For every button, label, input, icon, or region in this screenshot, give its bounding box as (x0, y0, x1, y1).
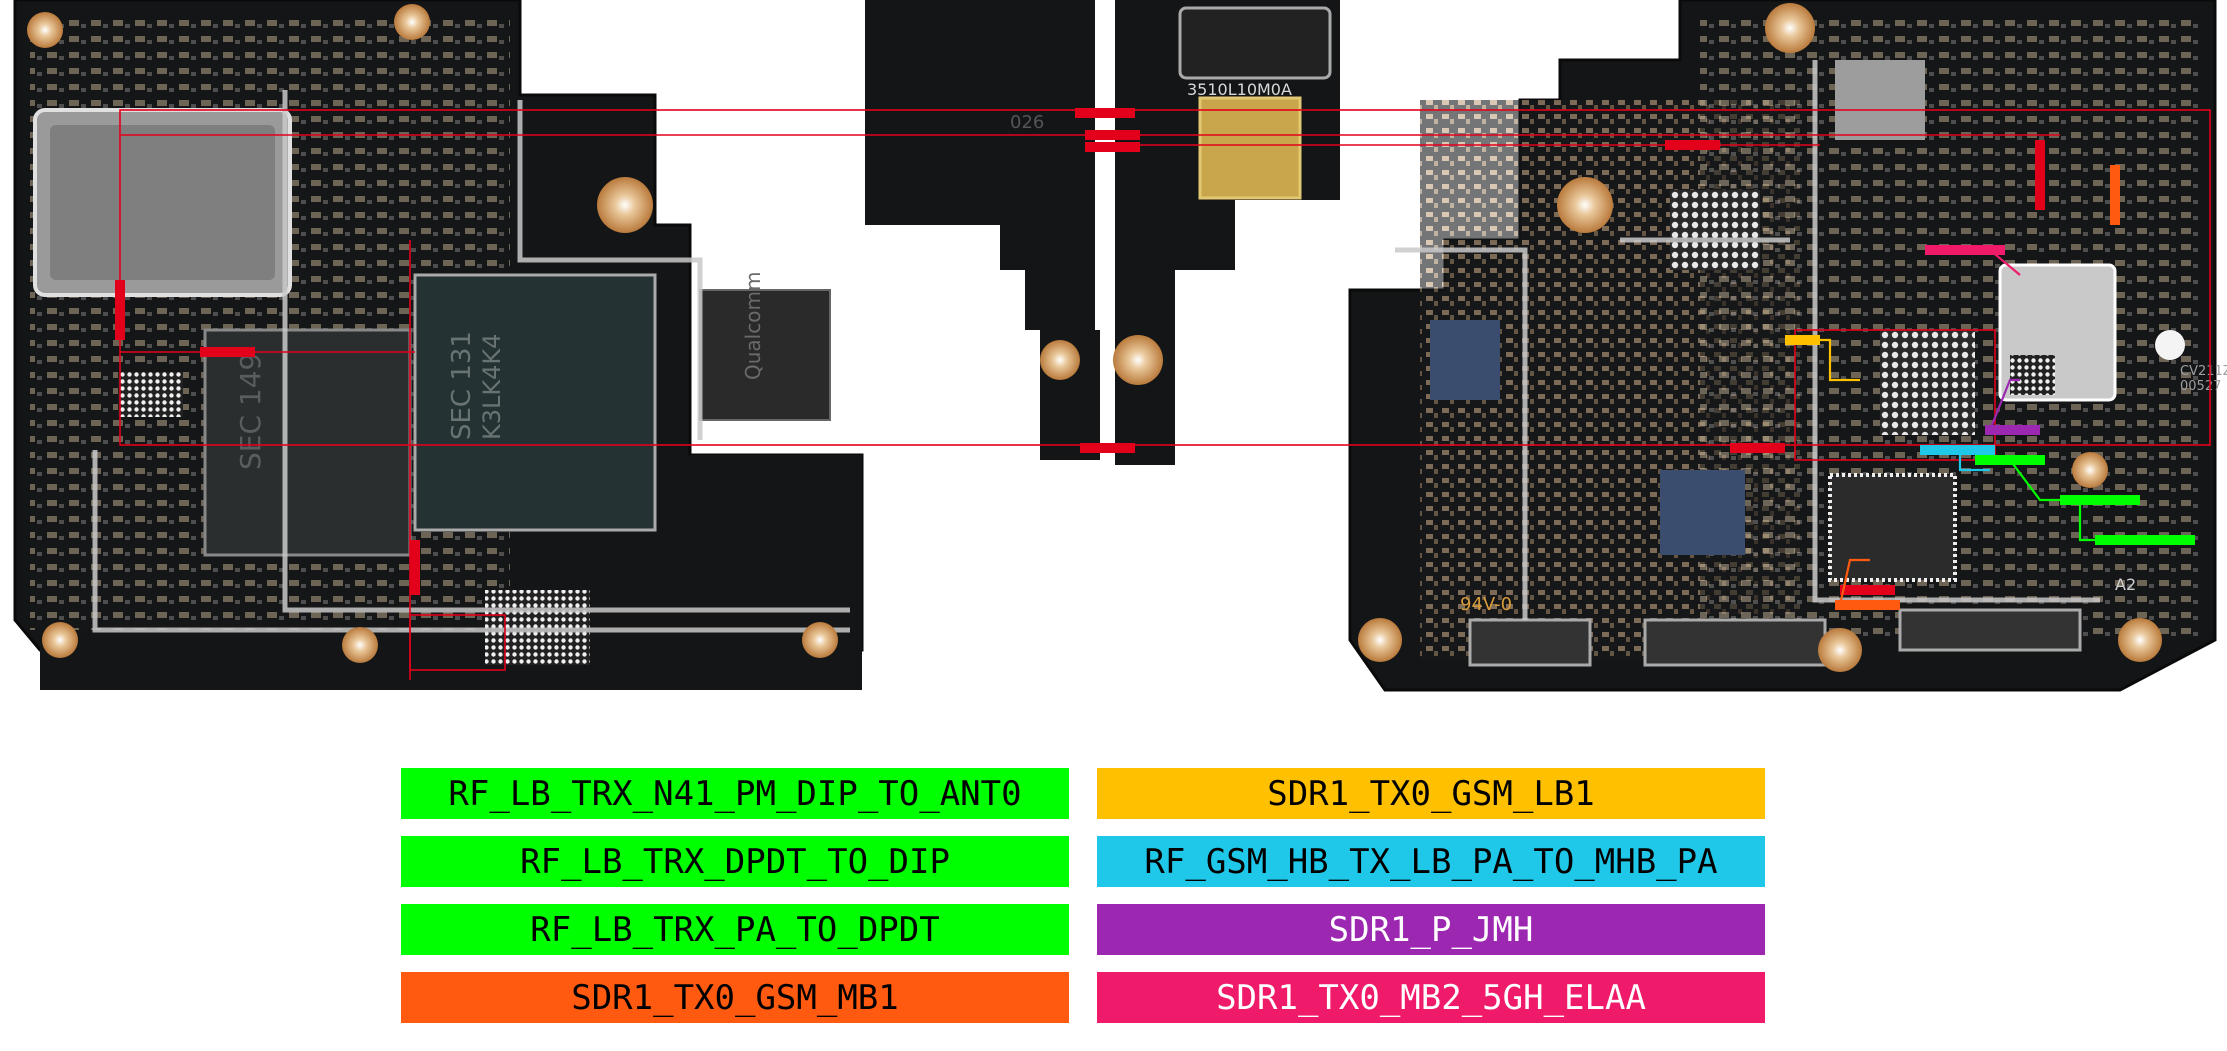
screw-hole (1358, 3, 2185, 672)
legend-label: SDR1_TX0_GSM_MB1 (571, 977, 899, 1018)
legend-rf-lb-trx-n41-pm-dip-to-ant0: RF_LB_TRX_N41_PM_DIP_TO_ANT0 (401, 768, 1069, 819)
legend-label: SDR1_TX0_GSM_LB1 (1267, 773, 1595, 814)
legend-sdr1-p-jmh: SDR1_P_JMH (1097, 904, 1765, 955)
bga-chip-right-2 (1880, 330, 1975, 435)
pcb-board-diagram: SEC 149 SEC 131 K3LK4K4 Qualcomm 3510L10… (13, 0, 2227, 692)
legend-label: SDR1_P_JMH (1328, 909, 1534, 950)
legend-sdr1-tx0-gsm-lb1: SDR1_TX0_GSM_LB1 (1097, 768, 1765, 819)
legend-label: RF_LB_TRX_DPDT_TO_DIP (520, 841, 950, 882)
middle-strips: 3510L10M0A 026 (865, 0, 1340, 465)
chip-id-text: 3510L10M0A (1187, 80, 1292, 99)
screw-hole (27, 4, 838, 663)
chip-sec-text: SEC 131 (447, 331, 477, 440)
chip-k3-text: K3LK4K4 (478, 334, 506, 440)
silk-cv: CV211Z (2180, 364, 2227, 379)
legend-sdr1-tx0-mb2-5gh-elaa: SDR1_TX0_MB2_5GH_ELAA (1097, 972, 1765, 1023)
silk-00527: 00527 (2180, 379, 2221, 394)
silk-94v: 94V-0 (1460, 594, 1512, 615)
legend-label: SDR1_TX0_MB2_5GH_ELAA (1216, 977, 1646, 1018)
rf-chip-right (1828, 473, 1957, 582)
legend-sdr1-tx0-gsm-mb1: SDR1_TX0_GSM_MB1 (401, 972, 1069, 1023)
silk-a2: A2 (2115, 575, 2136, 594)
svg-text:SEC 149: SEC 149 (234, 353, 267, 470)
soc-chip (413, 273, 657, 532)
bga-chip-right-1 (1670, 190, 1760, 270)
marking-026: 026 (1010, 112, 1044, 133)
legend-rf-lb-trx-dpdt-to-dip: RF_LB_TRX_DPDT_TO_DIP (401, 836, 1069, 887)
legend-rf-gsm-hb-tx-lb-pa-to-mhb-pa: RF_GSM_HB_TX_LB_PA_TO_MHB_PA (1097, 836, 1765, 887)
legend-label: RF_LB_TRX_N41_PM_DIP_TO_ANT0 (448, 773, 1022, 814)
legend-label: RF_GSM_HB_TX_LB_PA_TO_MHB_PA (1144, 841, 1718, 882)
svg-text:Qualcomm: Qualcomm (741, 272, 765, 380)
legend-label: RF_LB_TRX_PA_TO_DPDT (530, 909, 940, 950)
legend-rf-lb-trx-pa-to-dpdt: RF_LB_TRX_PA_TO_DPDT (401, 904, 1069, 955)
gold-shield (1198, 96, 1302, 200)
qualcomm-chip (699, 289, 831, 421)
left-board: SEC 149 SEC 131 K3LK4K4 Qualcomm (13, 0, 864, 690)
signal-colored-traces (1800, 248, 2120, 606)
